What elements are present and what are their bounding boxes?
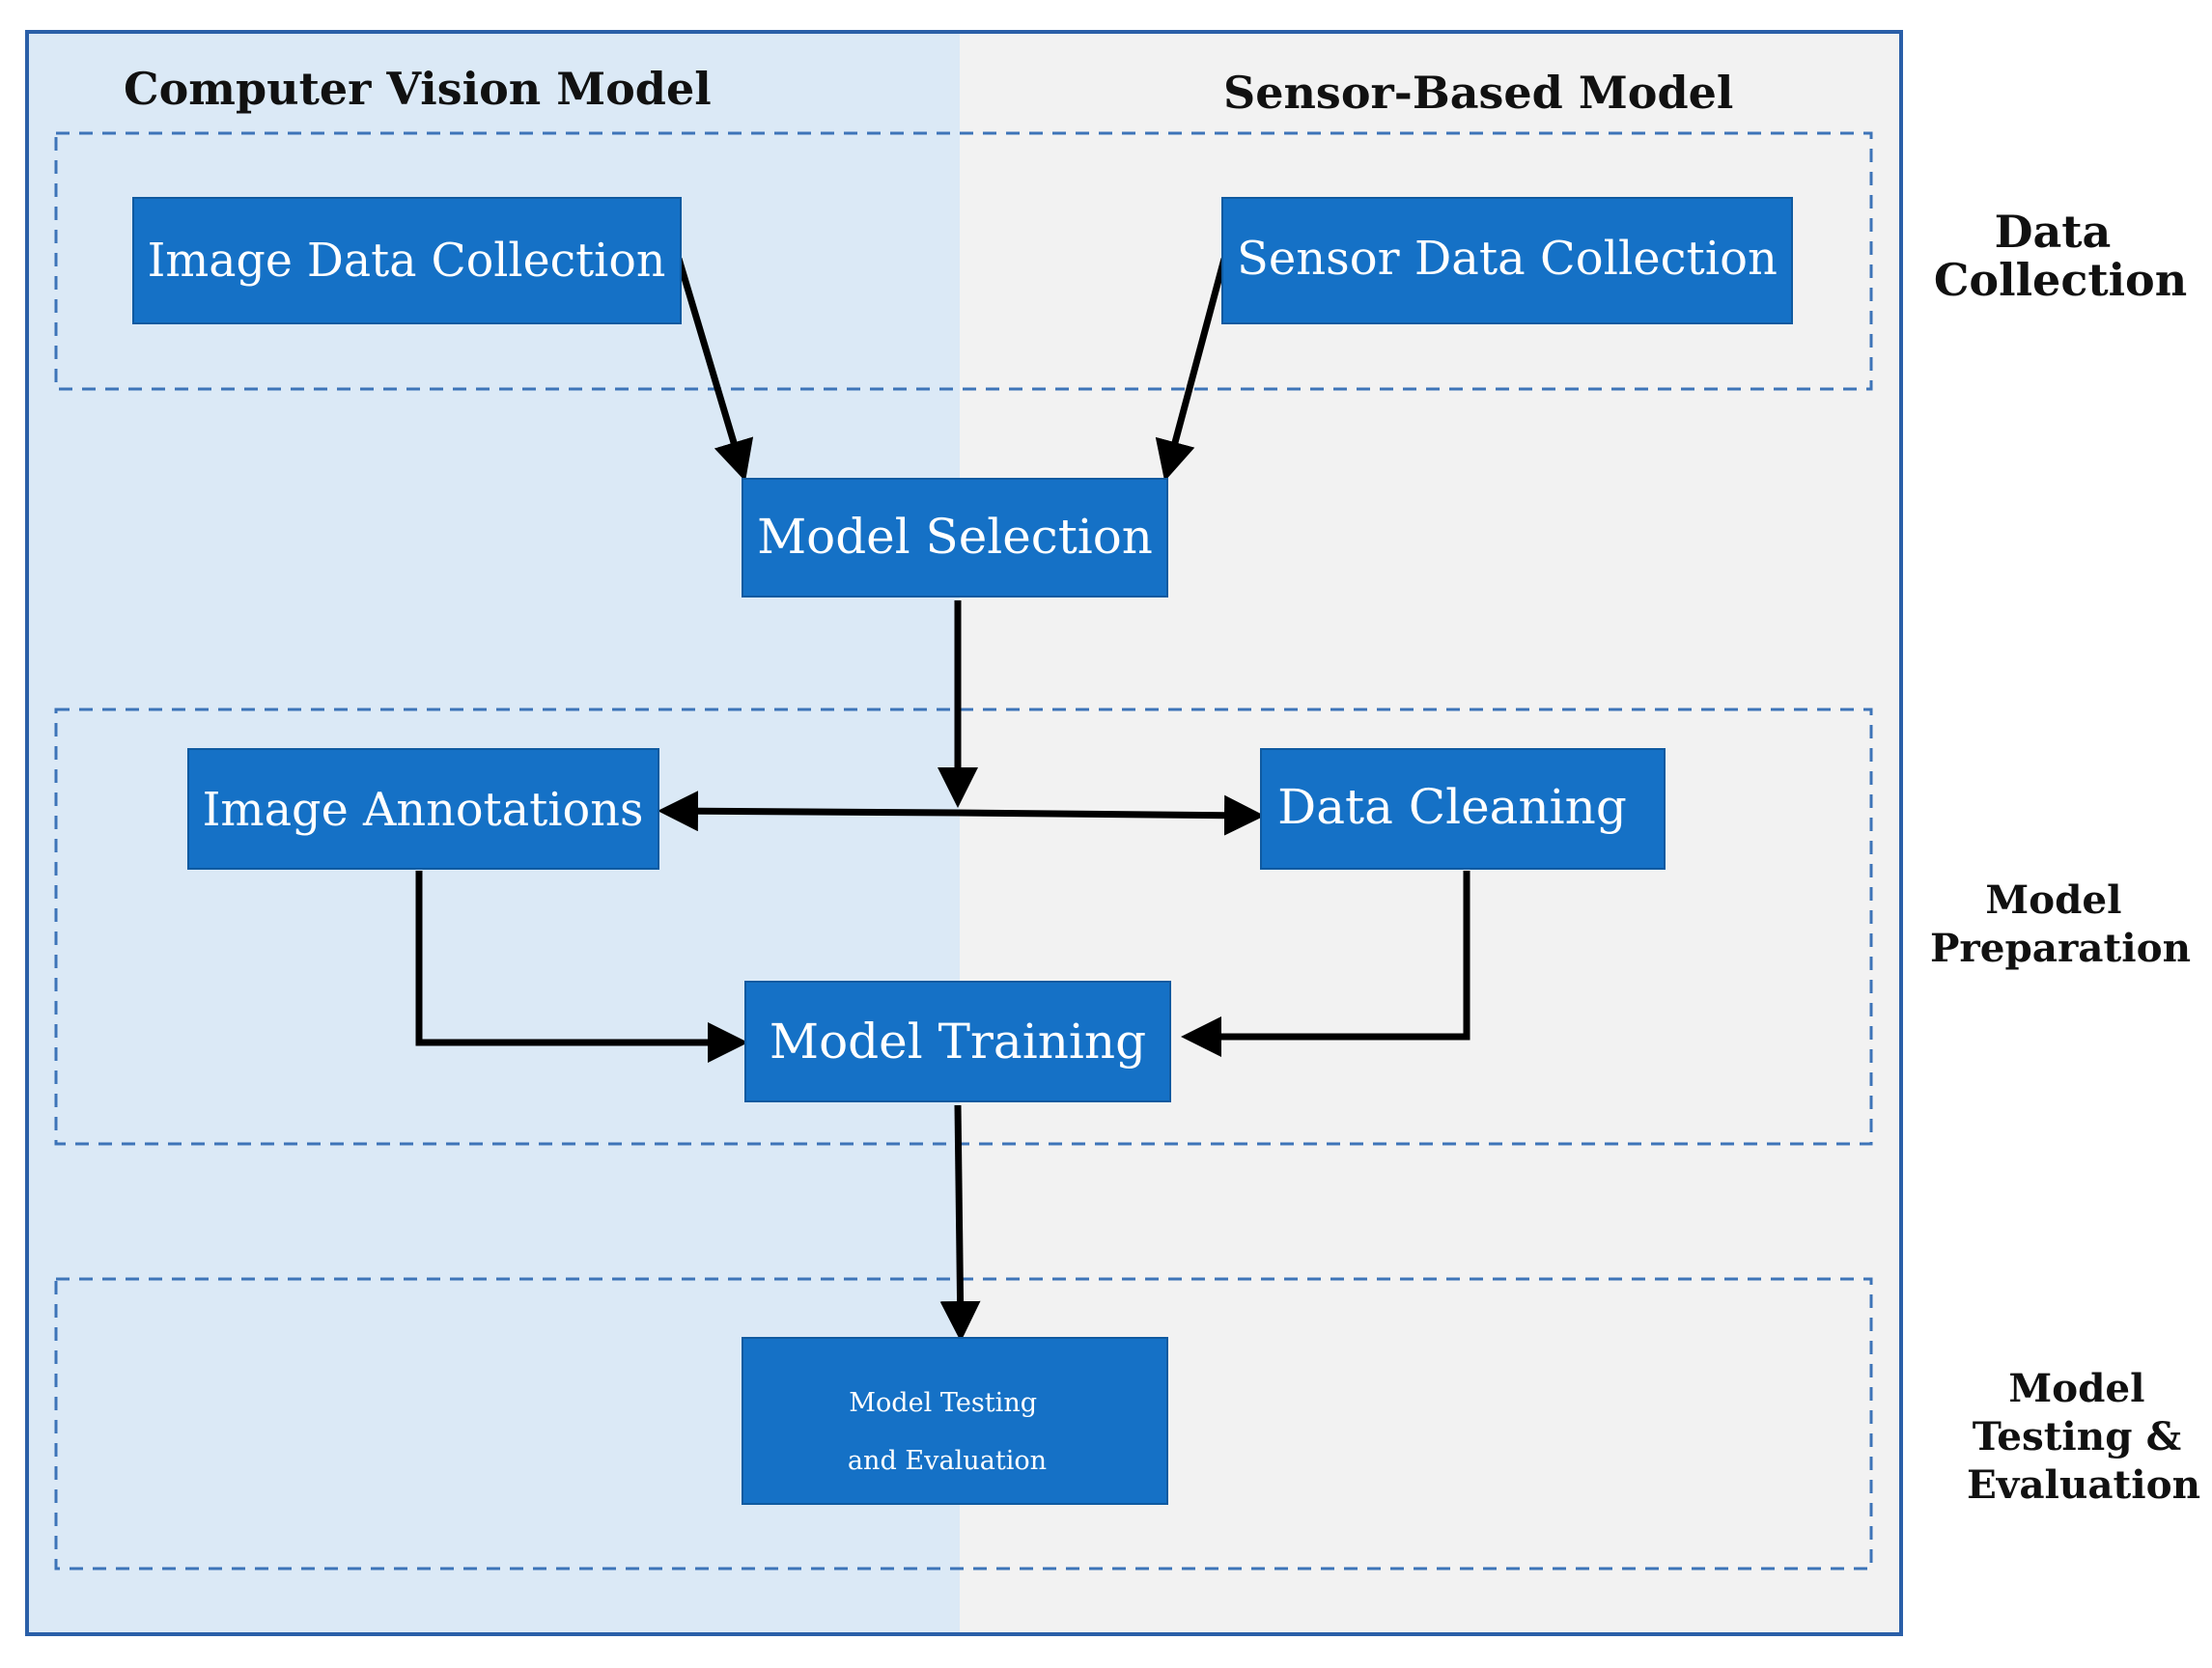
node-label: Image Annotations bbox=[203, 784, 644, 837]
node-model-selection: Model Selection bbox=[742, 478, 1168, 598]
node-label-line: and Evaluation bbox=[848, 1446, 1047, 1476]
outer-frame bbox=[25, 30, 1903, 1636]
node-label: Data Cleaning bbox=[1277, 779, 1627, 835]
stage-label-line: Model bbox=[1985, 876, 2121, 923]
node-box bbox=[744, 981, 1171, 1102]
node-sensor-data-collection: Sensor Data Collection bbox=[1221, 197, 1793, 324]
node-data-cleaning: Data Cleaning bbox=[1260, 748, 1666, 870]
node-box bbox=[742, 478, 1168, 598]
edge-sensor-collection-to-selection bbox=[1155, 258, 1228, 482]
node-label-line: Model Testing bbox=[849, 1388, 1037, 1418]
edge-training-to-testing bbox=[939, 1104, 981, 1342]
edge-split-to-data-cleaning bbox=[957, 794, 1265, 836]
group-model-testing bbox=[54, 1277, 1873, 1571]
stage-label-model-testing: Model Testing & Evaluation bbox=[1967, 1365, 2200, 1508]
group-model-preparation bbox=[54, 708, 1873, 1146]
node-box bbox=[1260, 748, 1666, 870]
group-data-collection bbox=[54, 131, 1873, 391]
node-model-training: Model Training bbox=[744, 981, 1171, 1102]
stage-label-line: Data bbox=[1995, 206, 2112, 258]
node-label: Model Selection bbox=[757, 509, 1153, 565]
node-label: Image Data Collection bbox=[148, 235, 666, 288]
node-box bbox=[187, 748, 659, 870]
column-header-sensor-based: Sensor-Based Model bbox=[1223, 67, 1733, 119]
node-label: Model Testing and Evaluation bbox=[848, 1388, 1047, 1476]
node-box bbox=[1221, 197, 1793, 324]
node-box bbox=[132, 197, 682, 324]
edge-annotations-to-training bbox=[415, 871, 748, 1063]
stage-label-line: Evaluation bbox=[1967, 1461, 2200, 1508]
stage-label-line: Preparation bbox=[1930, 925, 2191, 971]
node-label: Model Training bbox=[770, 1014, 1146, 1070]
stage-label-line: Collection bbox=[1934, 254, 2187, 306]
edge-cleaning-to-training bbox=[1181, 871, 1470, 1057]
node-label: Sensor Data Collection bbox=[1237, 232, 1778, 286]
column-header-computer-vision: Computer Vision Model bbox=[124, 63, 712, 115]
node-image-annotations: Image Annotations bbox=[187, 748, 659, 870]
edge-image-collection-to-selection bbox=[675, 257, 754, 482]
stage-label-model-preparation: Model Preparation bbox=[1930, 876, 2191, 971]
stage-label-line: Testing & bbox=[1973, 1413, 2181, 1460]
node-model-testing-evaluation: Model Testing and Evaluation bbox=[742, 1337, 1168, 1505]
node-image-data-collection: Image Data Collection bbox=[132, 197, 682, 324]
node-box bbox=[742, 1337, 1168, 1505]
stage-label-data-collection: Data Collection bbox=[1934, 206, 2187, 306]
stage-label-line: Model bbox=[2008, 1365, 2144, 1411]
edge-split-to-image-annotations bbox=[658, 791, 959, 832]
